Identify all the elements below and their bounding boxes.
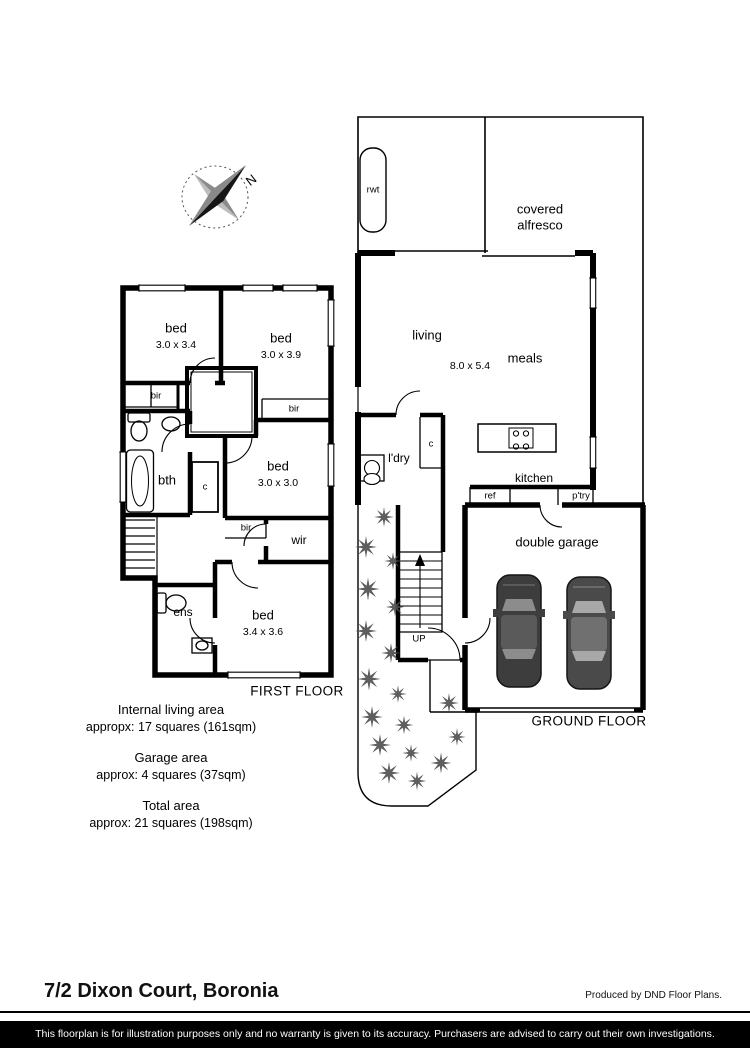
area-garage: Garage area approx: 4 squares (37sqm) <box>40 750 302 782</box>
garage-walls <box>462 502 646 713</box>
ground-floor-stairs <box>397 551 443 633</box>
area-summary: Internal living area appropx: 17 squares… <box>40 702 302 846</box>
first-floor-doors <box>161 357 267 644</box>
room-label-bed4: bed <box>252 607 274 623</box>
room-dims-bed3: 3.0 x 3.0 <box>257 476 299 489</box>
producer-credit: Produced by DND Floor Plans. <box>585 990 722 1001</box>
ground-floor-plan <box>355 116 646 807</box>
room-label-garage: double garage <box>515 534 599 550</box>
area-internal: Internal living area appropx: 17 squares… <box>40 702 302 734</box>
ensuite-fixtures <box>156 592 213 654</box>
kitchen-island <box>477 423 557 453</box>
first-floor-windows <box>119 284 335 679</box>
room-label-laundry: l'dry <box>388 451 410 465</box>
room-dims-bed2: 3.0 x 3.9 <box>260 348 302 361</box>
bathroom-fixtures <box>125 412 181 513</box>
page-title: 7/2 Dixon Court, Boronia <box>44 980 279 1002</box>
area-internal-label: Internal living area <box>117 702 225 717</box>
divider-rule <box>0 1011 750 1013</box>
room-label-bath: bth <box>157 472 177 488</box>
room-label-alfresco-2: alfresco <box>517 217 563 233</box>
label-bir-a: bir <box>150 390 162 402</box>
car-1 <box>493 574 545 688</box>
rainwater-tank <box>359 147 387 233</box>
room-label-kitchen: kitchen <box>514 471 554 485</box>
area-total-label: Total area <box>142 798 200 813</box>
first-floor-stairs <box>125 515 158 578</box>
room-dims-bed1: 3.0 x 3.4 <box>155 338 197 351</box>
label-bir-c: bir <box>240 522 252 534</box>
room-dims-living: 8.0 x 5.4 <box>449 359 491 372</box>
ground-floor-windows <box>589 277 597 469</box>
garden-trees <box>355 507 466 791</box>
ground-floor-doors <box>395 390 563 661</box>
room-label-ensuite: ens <box>173 605 193 619</box>
label-closet-gf: c <box>428 438 434 450</box>
room-label-bed3: bed <box>267 458 289 474</box>
first-floor-caption: FIRST FLOOR <box>250 683 344 699</box>
label-bir-b: bir <box>288 403 300 415</box>
label-closet-ff: c <box>202 481 208 493</box>
area-internal-value: appropx: 17 squares (161sqm) <box>85 720 257 734</box>
ground-floor-caption: GROUND FLOOR <box>531 713 647 729</box>
compass-icon <box>181 165 249 229</box>
first-floor-plan <box>119 284 335 679</box>
room-label-bed2: bed <box>270 330 292 346</box>
label-fridge: ref <box>484 490 496 502</box>
room-label-wir: wir <box>291 533 307 547</box>
area-garage-value: approx: 4 squares (37sqm) <box>96 768 246 782</box>
room-dims-bed4: 3.4 x 3.6 <box>242 625 284 638</box>
room-label-living: living <box>412 327 442 343</box>
area-garage-label: Garage area <box>134 750 208 765</box>
car-2 <box>563 576 615 690</box>
label-pantry: p'try <box>572 490 590 502</box>
room-label-bed1: bed <box>165 320 187 336</box>
room-label-meals: meals <box>507 350 543 366</box>
room-label-alfresco-1: covered <box>516 201 564 217</box>
disclaimer-bar: This floorplan is for illustration purpo… <box>0 1021 750 1048</box>
area-total-value: approx: 21 squares (198sqm) <box>89 816 253 830</box>
first-floor-stairwell <box>185 366 258 438</box>
label-rwt: rwt <box>366 184 380 196</box>
area-total: Total area approx: 21 squares (198sqm) <box>40 798 302 830</box>
label-stairs-up: UP <box>412 633 426 645</box>
